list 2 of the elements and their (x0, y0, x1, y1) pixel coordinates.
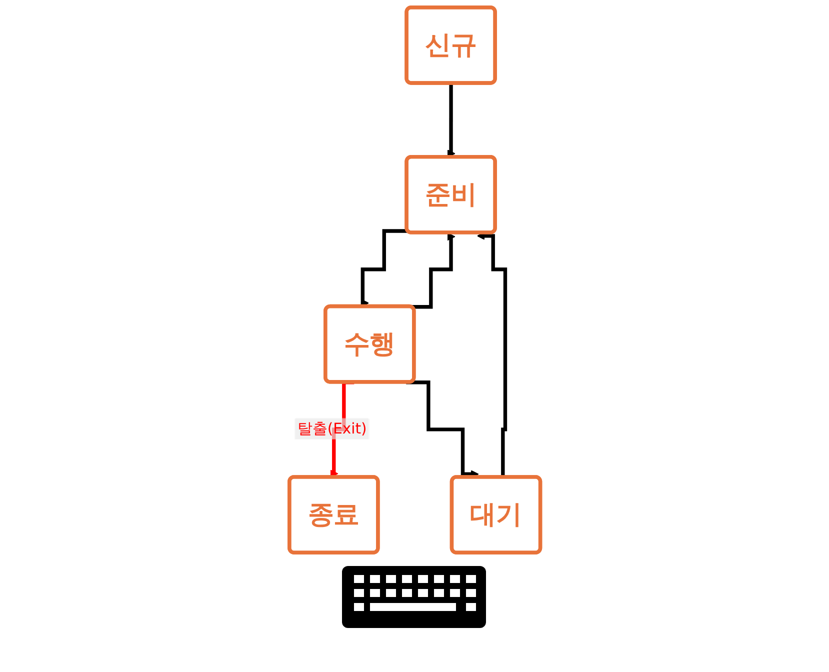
arrow (410, 232, 455, 309)
edge-label: 탈출(Exit) (296, 420, 366, 438)
